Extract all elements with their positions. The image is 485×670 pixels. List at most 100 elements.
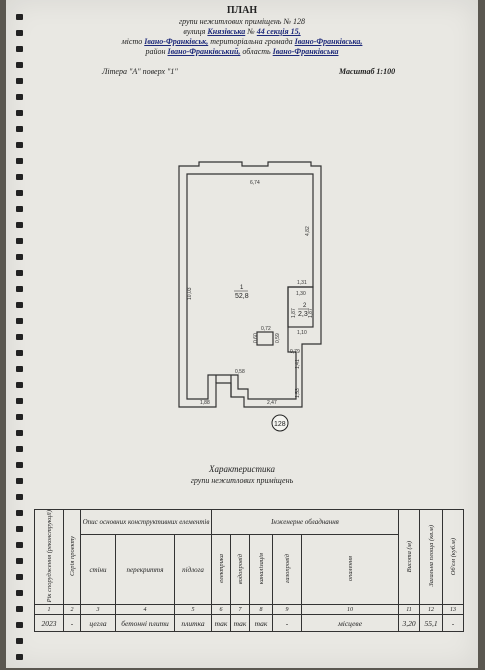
binding-hole — [16, 270, 23, 276]
binding-hole — [16, 334, 23, 340]
binding-hole — [16, 94, 23, 100]
header-electric: електрика — [217, 554, 225, 584]
binding-hole — [16, 574, 23, 580]
room-2-number: 2 — [303, 303, 307, 309]
binding-hole — [16, 638, 23, 644]
street-line: вулиця Князівська № 44 секція 15, — [183, 27, 301, 36]
floor-plan: 6,74 10,03 4,82 1,31 1,30 1,10 1,87 1,87… — [178, 161, 322, 432]
litera-floor: Літера "А" поверх "1" — [102, 67, 178, 76]
dim-0-59: 0,59 — [275, 333, 281, 343]
binding-hole — [16, 382, 23, 388]
value-floors: бетонні плити — [115, 614, 175, 633]
header-heating: опалення — [346, 556, 354, 582]
binding-hole — [16, 286, 23, 292]
spiral-binding — [6, 0, 30, 668]
value-area: 55,1 — [419, 614, 443, 633]
value-sewer: так — [249, 614, 273, 633]
value-height: 3,20 — [398, 614, 420, 633]
value-flooring: плитка — [174, 614, 212, 633]
value-walls: цегла — [80, 614, 116, 633]
binding-hole — [16, 510, 23, 516]
binding-hole — [16, 606, 23, 612]
city-line: місто Івано-Франківськ, територіальна гр… — [121, 37, 363, 46]
group-subtitle: групи нежитлових приміщень № 128 — [179, 17, 305, 26]
binding-hole — [16, 126, 23, 132]
dim-1-30: 1,30 — [296, 291, 306, 297]
binding-hole — [16, 62, 23, 68]
district-line: район Івано-Франківський, область Івано-… — [145, 47, 339, 56]
binding-hole — [16, 142, 23, 148]
binding-hole — [16, 494, 23, 500]
dim-right-upper: 4,82 — [305, 226, 311, 236]
binding-hole — [16, 414, 23, 420]
header-engineering: Інженерне обладнання — [211, 509, 399, 535]
value-series: - — [63, 614, 81, 633]
wall-stub — [215, 375, 232, 397]
header-water: водопровід — [236, 553, 244, 584]
value-water: так — [230, 614, 250, 633]
scale-label: Масштаб 1:100 — [339, 67, 396, 76]
binding-hole — [16, 30, 23, 36]
binding-hole — [16, 478, 23, 484]
group-badge: 128 — [271, 414, 289, 432]
binding-hole — [16, 366, 23, 372]
header-floors: перекриття — [115, 533, 175, 606]
binding-hole — [16, 78, 23, 84]
dim-left: 10,03 — [187, 287, 193, 300]
outer-wall — [178, 161, 322, 408]
value-gas: - — [272, 614, 302, 633]
svg-text:128: 128 — [274, 421, 286, 428]
header-height: Висота (м) — [405, 540, 413, 572]
binding-hole — [16, 398, 23, 404]
binding-hole — [16, 590, 23, 596]
binding-hole — [16, 542, 23, 548]
characteristics-title: Характеристика — [208, 464, 276, 474]
room-2-outline — [287, 286, 314, 328]
binding-hole — [16, 318, 23, 324]
header-year: Рік спорудження (реконструкції) — [45, 510, 53, 603]
binding-hole — [16, 446, 23, 452]
characteristics-table: Рік спорудження (реконструкції) Серія пр… — [34, 508, 464, 633]
binding-hole — [16, 158, 23, 164]
header-description: Опис основних конструктивних елементів — [80, 509, 212, 535]
header-walls: стіни — [80, 533, 116, 606]
column — [256, 331, 274, 346]
header-series: Серія проекту — [68, 536, 76, 577]
header-area: Загальна площа (кв.м) — [427, 525, 435, 587]
value-year: 2023 — [34, 614, 64, 633]
binding-hole — [16, 654, 23, 660]
dim-0-72: 0,72 — [261, 326, 271, 332]
values-row: 2023 - цегла бетонні плити плитка так та… — [34, 614, 464, 633]
document-page: ПЛАН групи нежитлових приміщень № 128 ву… — [6, 0, 478, 668]
binding-hole — [16, 238, 23, 244]
binding-hole — [16, 350, 23, 356]
binding-hole — [16, 430, 23, 436]
room-1-number: 1 — [240, 285, 244, 291]
dim-0-58: 0,58 — [235, 369, 245, 375]
value-electric: так — [211, 614, 231, 633]
binding-hole — [16, 190, 23, 196]
binding-hole — [16, 14, 23, 20]
header-sewer: каналізація — [257, 553, 265, 585]
binding-hole — [16, 462, 23, 468]
room-2-area: 2,3 — [298, 311, 308, 318]
binding-hole — [16, 558, 23, 564]
dim-2-47: 2,47 — [267, 400, 277, 406]
binding-hole — [16, 206, 23, 212]
dim-1-87b: 1,87 — [308, 308, 314, 318]
dim-top: 6,74 — [250, 180, 260, 186]
dim-1-53: 1,53 — [295, 388, 301, 398]
room-1-area: 52,8 — [235, 293, 249, 300]
dim-1-88: 1,88 — [200, 400, 210, 406]
dim-0-60: 0,60 — [253, 333, 259, 343]
dim-0-79: 0,79 — [290, 349, 300, 355]
binding-hole — [16, 254, 23, 260]
dim-1-41: 1,41 — [295, 359, 301, 369]
document-title: ПЛАН — [226, 5, 258, 16]
binding-hole — [16, 110, 23, 116]
dim-1-87: 1,87 — [291, 308, 297, 318]
binding-hole — [16, 302, 23, 308]
binding-hole — [16, 526, 23, 532]
header-flooring: підлога — [174, 533, 212, 606]
